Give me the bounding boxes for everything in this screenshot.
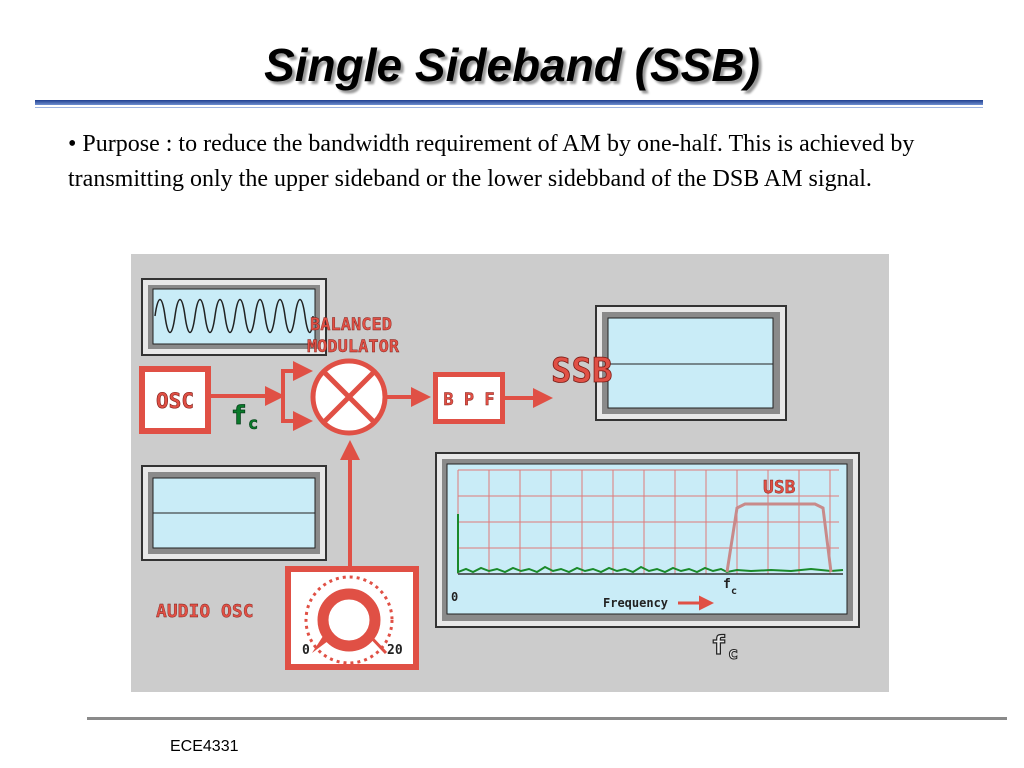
audio-scope	[141, 465, 327, 561]
ssb-diagram: OSC f c BALANCED MODULATOR B P F SSB 0 2…	[131, 254, 889, 692]
fc-large-f: f	[711, 631, 727, 661]
usb-label: USB	[763, 477, 796, 498]
bpf-label: B P F	[443, 390, 494, 410]
frequency-label: Frequency	[603, 596, 668, 610]
title-divider	[35, 100, 983, 105]
footer-course: ECE4331	[170, 738, 239, 755]
bpf-block: B P F	[433, 372, 505, 424]
dial-max: 20	[387, 643, 403, 658]
ssb-label: SSB	[551, 351, 612, 391]
carrier-wave	[154, 298, 314, 334]
output-scope	[595, 305, 787, 421]
spectrum-fc-c: c	[731, 586, 737, 597]
fc-c: c	[248, 414, 258, 434]
audio-osc-label: AUDIO OSC	[156, 601, 254, 622]
audio-osc-block: 0 20	[285, 566, 419, 670]
balanced-modulator	[310, 358, 388, 436]
osc-block: OSC	[139, 366, 211, 434]
footer-divider	[87, 717, 1007, 720]
spectrum-analyzer: USB 0 f c Frequency	[435, 452, 860, 628]
dial-min: 0	[302, 643, 310, 658]
title-divider-thin	[35, 107, 983, 108]
balanced-label: BALANCED	[310, 315, 392, 335]
spectrum-fc-f: f	[723, 577, 731, 592]
modulator-label: MODULATOR	[307, 337, 400, 357]
origin-label: 0	[451, 590, 458, 604]
carrier-scope	[141, 278, 327, 356]
usb-passband	[725, 502, 833, 573]
spectrum-grid	[457, 469, 839, 574]
purpose-bullet: • Purpose : to reduce the bandwidth requ…	[68, 131, 915, 192]
fc-large-c: c	[728, 644, 738, 664]
osc-to-modulator-wire	[211, 361, 313, 431]
slide-title: Single Sideband (SSB)	[264, 39, 760, 91]
fc-f: f	[231, 401, 247, 431]
osc-label: OSC	[156, 389, 194, 413]
